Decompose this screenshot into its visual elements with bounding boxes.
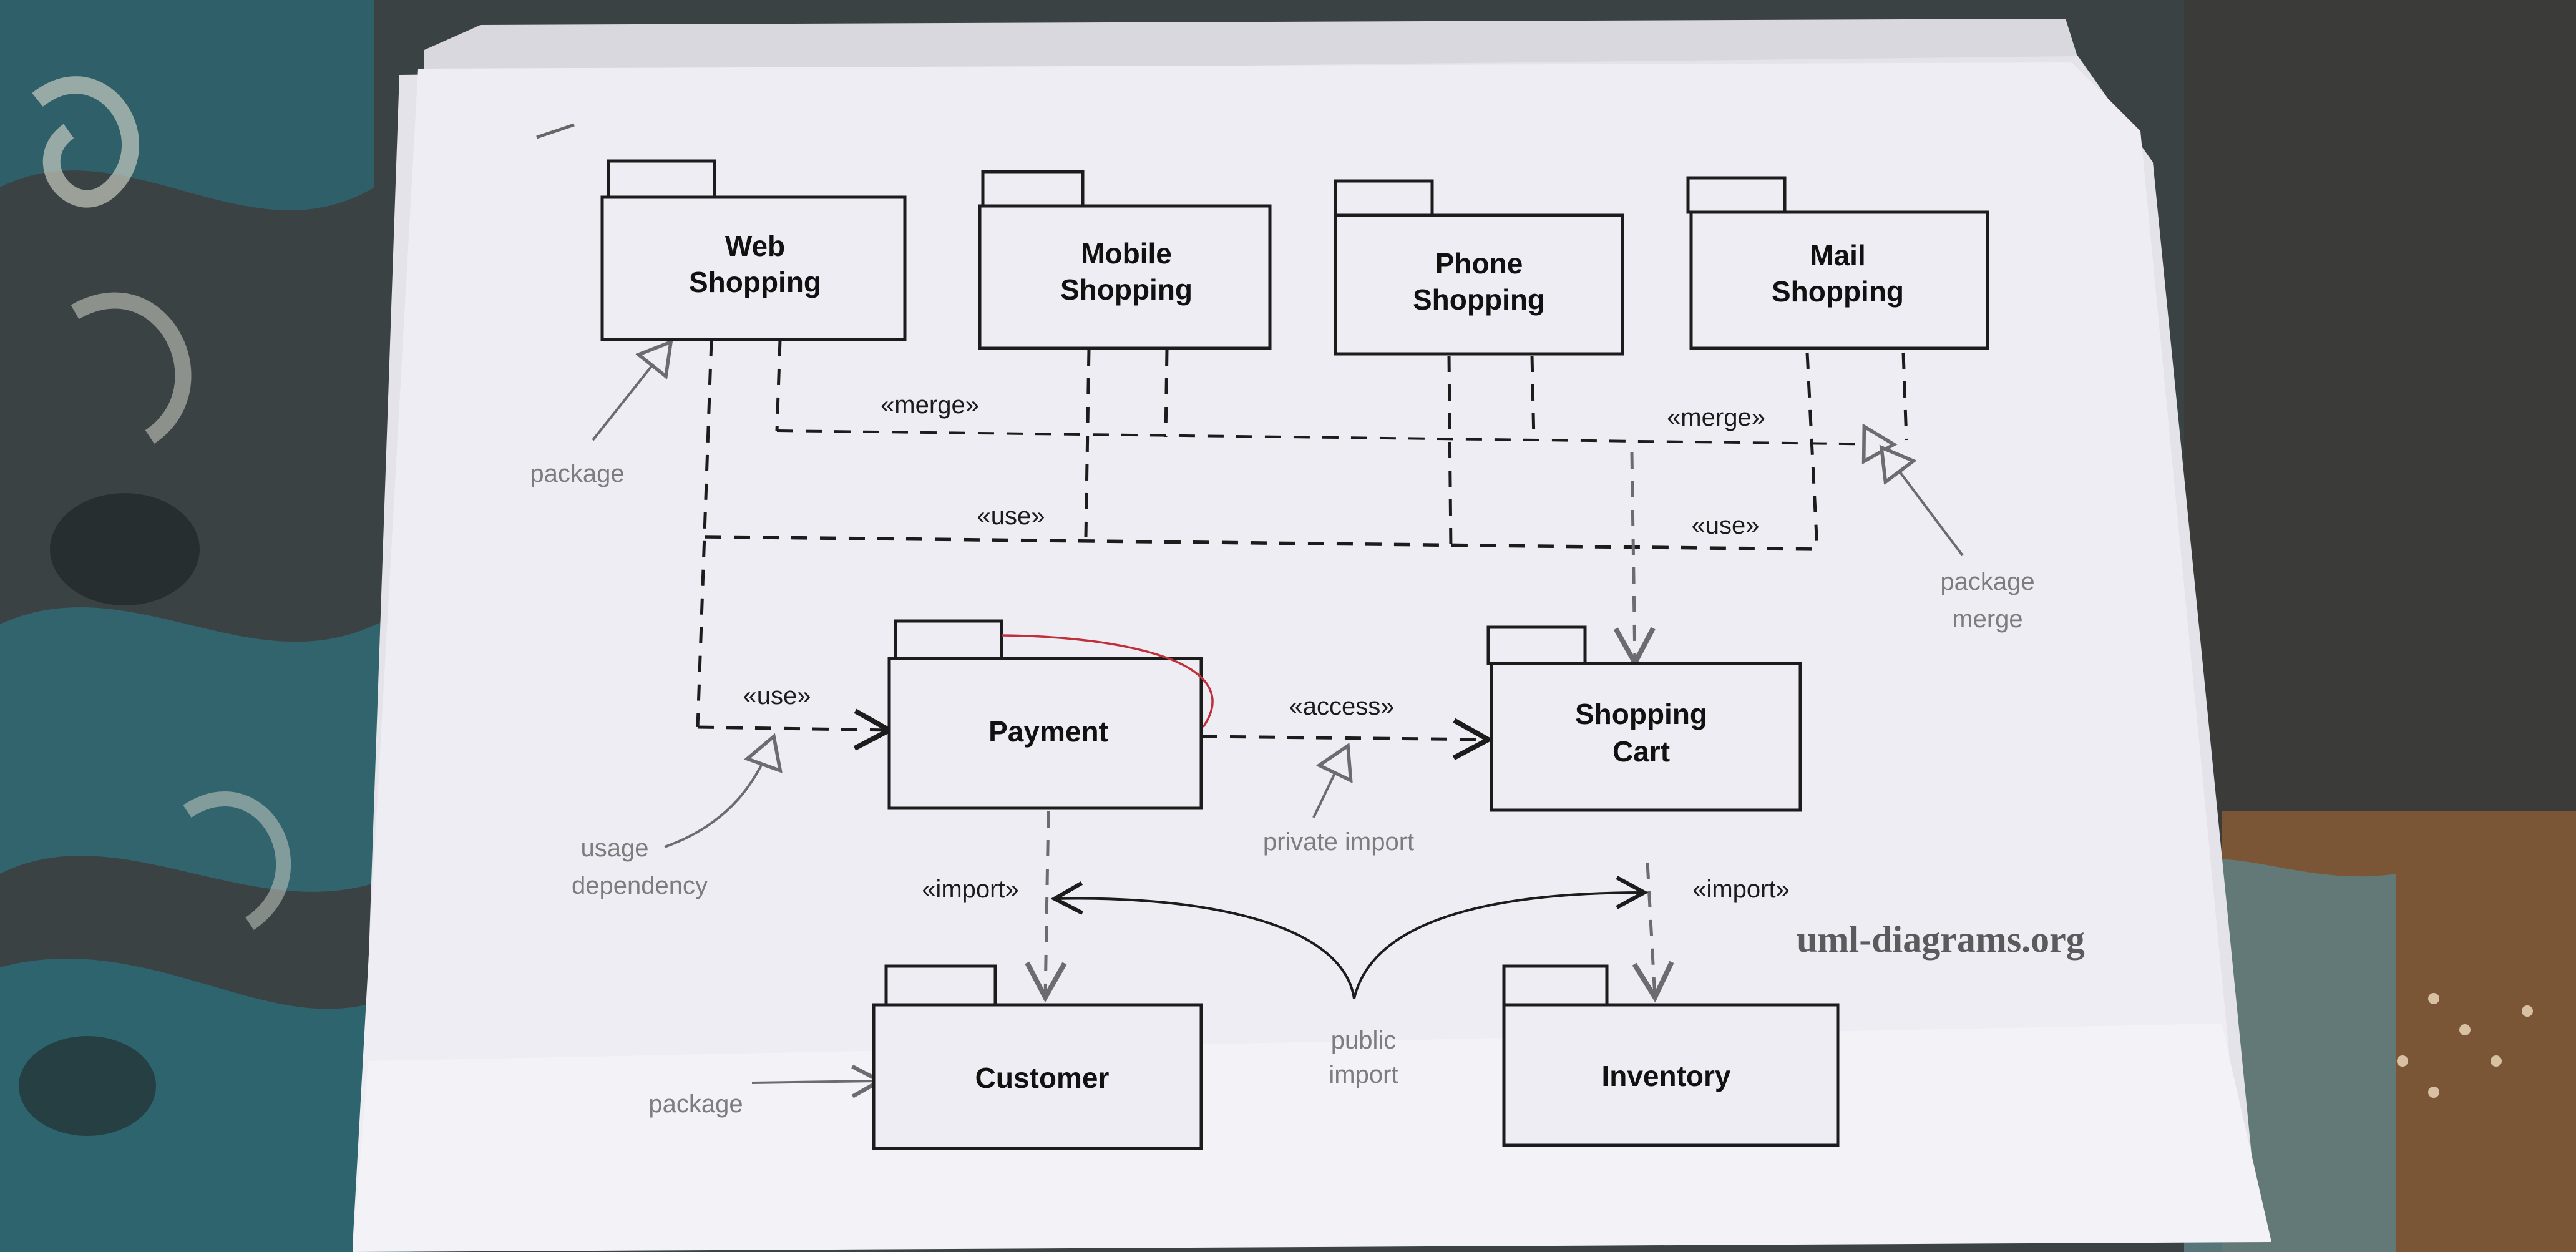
payment-use-line — [697, 708, 895, 751]
merge-stereotype-left: «merge» — [881, 391, 979, 419]
inventory-label: Inventory — [1601, 1060, 1730, 1092]
mail-shopping-merge-line — [1901, 352, 1908, 441]
private-import-pointer — [1312, 746, 1348, 818]
merge-stereotype-right: «merge» — [1667, 404, 1765, 431]
annotation-usage-line2: dependency — [572, 872, 708, 899]
package-mail-shopping — [1686, 176, 1989, 350]
package-pointer-top — [592, 342, 671, 441]
annotation-package-merge-line1: package — [1940, 568, 2034, 595]
use-stereotype-left: «use» — [977, 502, 1045, 530]
payment-label: Payment — [988, 715, 1108, 748]
phone-shopping-line2: Shopping — [1413, 283, 1545, 316]
annotation-public-line1: public — [1331, 1027, 1397, 1054]
mobile-shopping-merge-line — [1164, 349, 1169, 438]
annotation-package-merge-line2: merge — [1952, 605, 2022, 633]
web-shopping-line2: Shopping — [689, 266, 821, 298]
access-line — [1201, 718, 1494, 760]
package-customer — [872, 964, 1203, 1150]
import-stereotype-right: «import» — [1692, 876, 1790, 903]
mobile-shopping-line2: Shopping — [1060, 273, 1193, 306]
mobile-shopping-line1: Mobile — [1081, 237, 1172, 270]
red-pen-mark — [1001, 634, 1214, 728]
import-stereotype-left: «import» — [922, 876, 1019, 903]
watermark-text: uml-diagrams.org — [1797, 919, 2085, 960]
annotation-package-top: package — [530, 460, 624, 487]
shopping-cart-line1: Shopping — [1575, 698, 1707, 730]
package-phone-shopping — [1334, 179, 1624, 356]
phone-shopping-line1: Phone — [1435, 247, 1523, 280]
merge-dependency-line — [776, 431, 1894, 444]
use-stereotype-right: «use» — [1692, 512, 1760, 539]
customer-label: Customer — [975, 1062, 1110, 1094]
package-merge-pointer — [1881, 447, 1964, 557]
mail-shopping-line1: Mail — [1810, 239, 1865, 271]
mail-shopping-use-line — [1805, 352, 1819, 550]
payment-import-line — [1025, 811, 1067, 1003]
annotation-usage-line1: usage — [581, 834, 649, 862]
package-web-shopping — [600, 159, 907, 341]
use-stereotype-payment: «use» — [743, 682, 811, 710]
package-pointer-bottom — [751, 1064, 884, 1098]
web-shopping-use-line — [696, 340, 713, 728]
mobile-shopping-use-line — [1084, 349, 1091, 537]
phone-shopping-use-line — [1447, 355, 1453, 550]
cart-merge-drop-line — [1613, 452, 1656, 668]
web-shopping-merge-line — [775, 340, 782, 431]
public-import-left-curve — [1050, 881, 1355, 999]
phone-shopping-merge-line — [1530, 355, 1536, 441]
mail-shopping-line2: Shopping — [1772, 275, 1904, 308]
annotation-package-bottom: package — [648, 1090, 743, 1118]
package-shopping-cart — [1486, 625, 1802, 812]
package-payment — [887, 619, 1203, 810]
public-import-right-curve — [1353, 876, 1649, 999]
package-inventory — [1502, 964, 1840, 1147]
package-mobile-shopping — [978, 170, 1272, 350]
shopping-cart-line2: Cart — [1612, 735, 1670, 768]
annotation-public-line2: import — [1329, 1061, 1398, 1088]
access-stereotype: «access» — [1289, 693, 1395, 720]
annotation-private-import: private import — [1263, 828, 1414, 856]
usage-dependency-pointer — [664, 736, 774, 848]
web-shopping-line1: Web — [725, 230, 785, 262]
cart-import-line — [1632, 862, 1674, 1003]
